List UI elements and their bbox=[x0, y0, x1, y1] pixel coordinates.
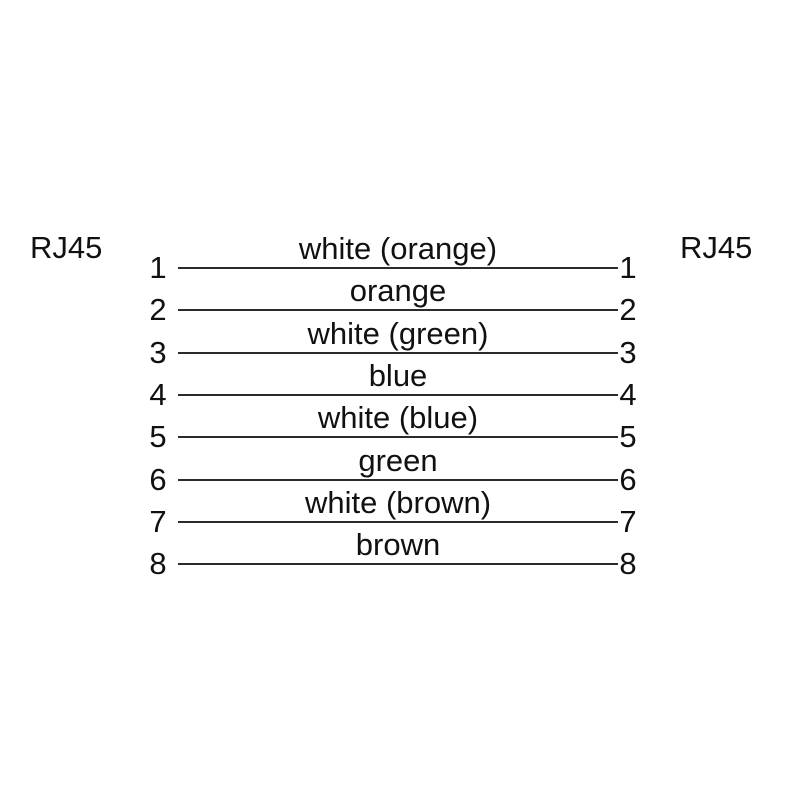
wire-connection-line bbox=[178, 563, 618, 566]
pin-number-left: 1 bbox=[149, 250, 167, 285]
pin-number-left: 5 bbox=[149, 419, 167, 455]
pin-number-left: 3 bbox=[149, 334, 167, 370]
wire-row: brown 8 8 bbox=[0, 523, 800, 579]
wire-color-label: blue bbox=[368, 357, 428, 393]
wire-row: green 6 6 bbox=[0, 439, 800, 495]
wire-color-label: white (brown) bbox=[304, 484, 492, 520]
wire-color-label: green bbox=[358, 442, 438, 478]
wire-connection-line bbox=[178, 267, 618, 269]
wire-row: blue 4 4 bbox=[0, 354, 800, 410]
pin-number-right: 1 bbox=[619, 250, 637, 285]
pin-number-left: 4 bbox=[149, 376, 167, 412]
wire-connection-line bbox=[178, 393, 618, 396]
pin-number-right: 3 bbox=[619, 334, 637, 370]
pin-number-left: 8 bbox=[149, 546, 167, 582]
wire-row: white (brown) 7 7 bbox=[0, 481, 800, 537]
wire-connection-line bbox=[178, 351, 618, 354]
wire-connection-line bbox=[178, 520, 618, 523]
wire-row: white (green) 3 3 bbox=[0, 312, 800, 368]
pin-number-left: 6 bbox=[149, 461, 167, 497]
connector-label-left: RJ45 bbox=[30, 230, 103, 265]
wire-connection-line bbox=[178, 309, 618, 312]
pin-number-right: 8 bbox=[619, 546, 637, 582]
pin-number-right: 4 bbox=[619, 376, 637, 412]
wire-row: orange 2 2 bbox=[0, 269, 800, 325]
wire-color-label: white (orange) bbox=[298, 231, 498, 266]
wire-connection-line bbox=[178, 436, 618, 439]
wire-row: white (orange) 1 1 bbox=[0, 227, 800, 283]
wire-color-label: brown bbox=[355, 527, 441, 563]
wire-connection-line bbox=[178, 478, 618, 481]
wire-color-label: orange bbox=[349, 273, 447, 309]
pin-number-left: 7 bbox=[149, 503, 167, 539]
pin-number-right: 6 bbox=[619, 461, 637, 497]
pin-number-right: 2 bbox=[619, 292, 637, 328]
wire-color-label: white (green) bbox=[307, 315, 489, 351]
connector-label-right: RJ45 bbox=[680, 230, 753, 265]
pin-number-right: 5 bbox=[619, 419, 637, 455]
wire-row: white (blue) 5 5 bbox=[0, 396, 800, 452]
pin-number-left: 2 bbox=[149, 292, 167, 328]
pin-number-right: 7 bbox=[619, 503, 637, 539]
wire-color-label: white (blue) bbox=[317, 400, 479, 436]
